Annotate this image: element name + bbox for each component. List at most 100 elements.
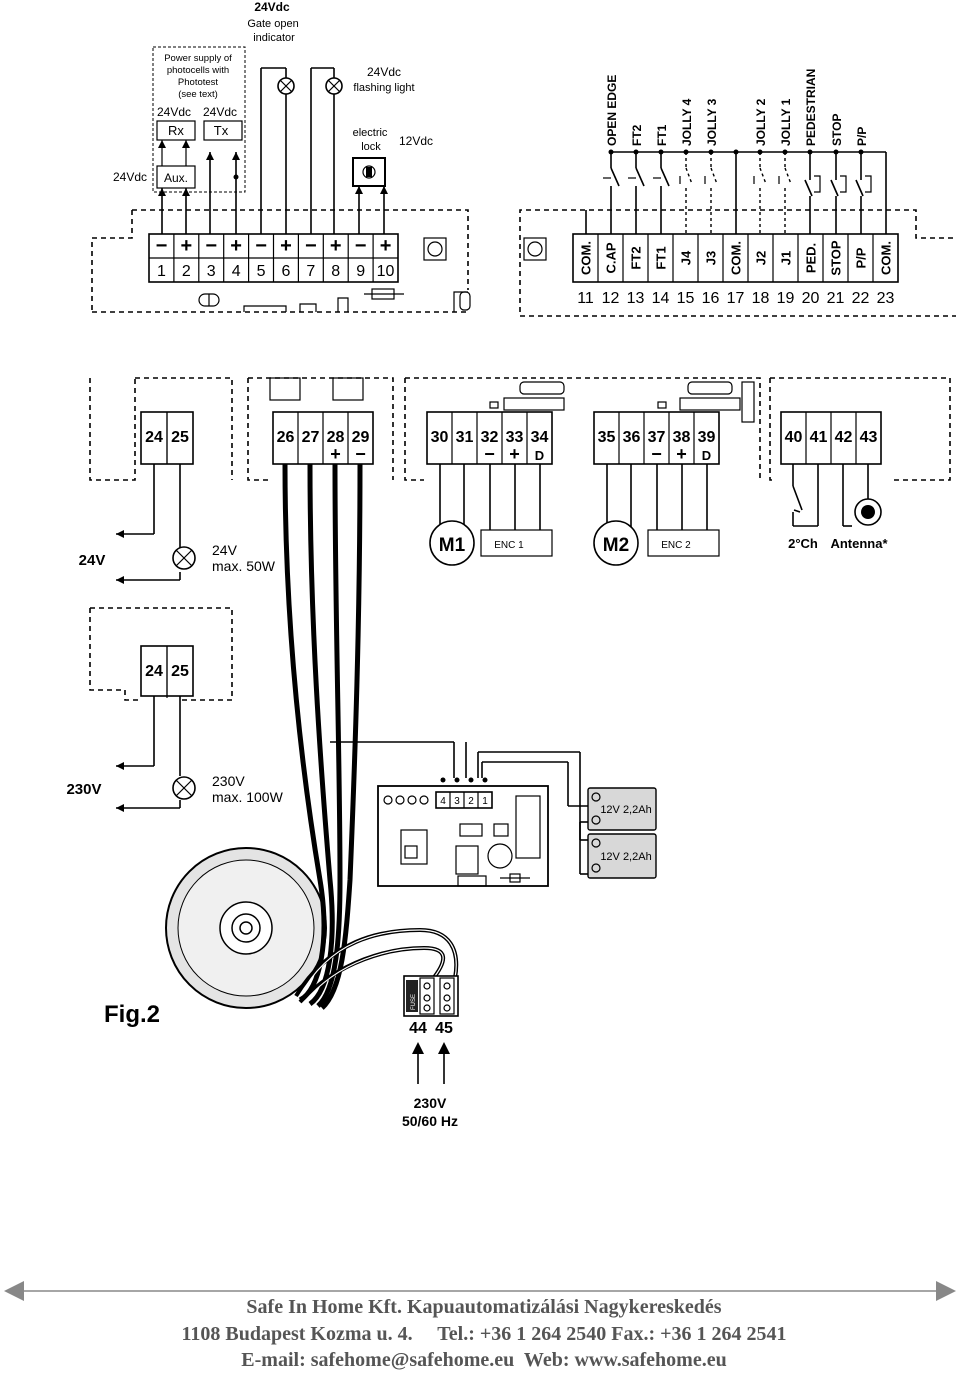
terminal-name: C.AP (604, 242, 619, 273)
indicator-lamp-wiring (260, 67, 335, 234)
terminal-name: COM. (879, 241, 894, 275)
terminal-number: 31 (456, 429, 474, 446)
input-label: FT1 (655, 124, 669, 146)
battery-1-label: 12V 2,2Ah (600, 804, 651, 816)
terminal-number: 24 (145, 429, 163, 446)
terminal-name: J3 (704, 251, 719, 265)
terminal-name: FT1 (654, 246, 669, 269)
terminal-number: 30 (431, 429, 449, 446)
second-channel-label: 2°Ch (788, 536, 818, 551)
motor-m1-wiring (439, 464, 541, 530)
figure-label: Fig.2 (104, 1001, 160, 1028)
pin-number: 2 (468, 796, 474, 807)
svg-text:photocells with: photocells with (167, 65, 229, 76)
button-icon (427, 241, 443, 257)
gate-indicator-label-2: indicator (253, 32, 295, 44)
input-label: P/P (855, 127, 869, 146)
terminal-number: 29 (352, 429, 370, 446)
terminal-sign: − (305, 235, 317, 257)
terminal-sign: + (230, 235, 242, 257)
lamp-230v-wiring (116, 696, 181, 812)
input-label: JOLLY 2 (754, 98, 768, 146)
antenna-icon (854, 498, 882, 526)
button-icon (423, 237, 447, 261)
board-outline-middle (89, 377, 951, 481)
terminal-number: 35 (598, 429, 616, 446)
motor-m1-icon (429, 520, 475, 566)
terminal-number: 4 (232, 263, 241, 280)
terminal-number: 18 (752, 290, 770, 307)
electric-lock-icon (352, 157, 386, 187)
button-icon (523, 237, 547, 261)
tx-label: Tx (214, 123, 229, 138)
terminal-sign: + (330, 444, 341, 464)
transformer-cables (282, 463, 459, 1010)
footer-divider (4, 1281, 956, 1301)
terminal-number: 41 (810, 429, 828, 446)
board-outline-left (132, 209, 469, 290)
terminal-number: 42 (835, 429, 853, 446)
flashing-light-voltage: 24Vdc (367, 65, 401, 79)
terminal-number: 25 (171, 663, 189, 680)
terminal-number: 7 (306, 263, 315, 280)
lamp-230v-label-2: max. 100W (212, 789, 284, 805)
aux-box (156, 165, 196, 189)
terminal-name: COM. (729, 241, 744, 275)
lock-voltage: 12Vdc (399, 134, 433, 148)
board-outline-right (519, 209, 956, 312)
svg-text:Power supply of: Power supply of (164, 53, 232, 64)
motor-m2-label: M2 (603, 535, 629, 556)
terminal-number: 34 (531, 429, 549, 446)
encoder-2-box (647, 529, 720, 557)
terminal-number: 16 (702, 290, 720, 307)
terminal-number: 23 (877, 290, 895, 307)
fuse-terminal-block (403, 975, 459, 1017)
battery-icon (587, 833, 657, 879)
terminal-sign: − (355, 444, 366, 464)
svg-text:(see text): (see text) (178, 89, 218, 100)
footer-address: 1108 Budapest Kozma u. 4. Tel.: +36 1 26… (181, 1323, 786, 1345)
terminal-sign: − (651, 444, 662, 464)
terminal-block-30-34 (426, 411, 553, 465)
input-label: JOLLY 4 (680, 98, 694, 146)
terminal-name: J4 (679, 250, 694, 265)
terminal-sign: D (702, 448, 711, 463)
pin-number: 3 (454, 796, 460, 807)
terminal-name: STOP (829, 240, 844, 275)
mains-label-1: 230V (414, 1095, 447, 1111)
terminal-sign: − (484, 444, 495, 464)
terminal-number: 3 (207, 263, 216, 280)
footer-company: Safe In Home Kft. Kapuautomatizálási Nag… (246, 1296, 721, 1318)
lamp-icon (325, 77, 343, 95)
rx-box (156, 120, 196, 141)
photocell-wires (158, 140, 240, 234)
rx-voltage: 24Vdc (157, 105, 191, 119)
battery-wiring (330, 741, 594, 875)
second-channel-wiring (792, 464, 869, 527)
terminal-number: 8 (331, 263, 340, 280)
terminal-sign: + (181, 235, 193, 257)
rx-label: Rx (168, 123, 184, 138)
mains-label-2: 50/60 Hz (402, 1113, 458, 1129)
terminal-number: 19 (777, 290, 795, 307)
lock-label-2: lock (361, 141, 381, 153)
terminal-number: 20 (802, 290, 820, 307)
terminal-sign: + (380, 235, 392, 257)
terminal-name: COM. (579, 241, 594, 275)
terminal-sign: − (205, 235, 217, 257)
terminal-number: 36 (623, 429, 641, 446)
terminal-number: 1 (157, 263, 166, 280)
terminal-number: 2 (182, 263, 191, 280)
terminal-number: 10 (377, 263, 395, 280)
terminal-block-35-39 (593, 411, 720, 465)
terminal-name: P/P (854, 247, 869, 268)
terminal-sign: − (355, 235, 367, 257)
footer-contact: E-mail: safehome@safehome.eu Web: www.sa… (241, 1349, 726, 1371)
supply-230v-label: 230V (66, 781, 101, 798)
terminal-number: 44 (409, 1020, 427, 1037)
terminal-sign: + (280, 235, 292, 257)
terminal-number: 45 (435, 1020, 453, 1037)
encoder-2-label: ENC 2 (661, 540, 691, 551)
terminal-number: 15 (677, 290, 695, 307)
